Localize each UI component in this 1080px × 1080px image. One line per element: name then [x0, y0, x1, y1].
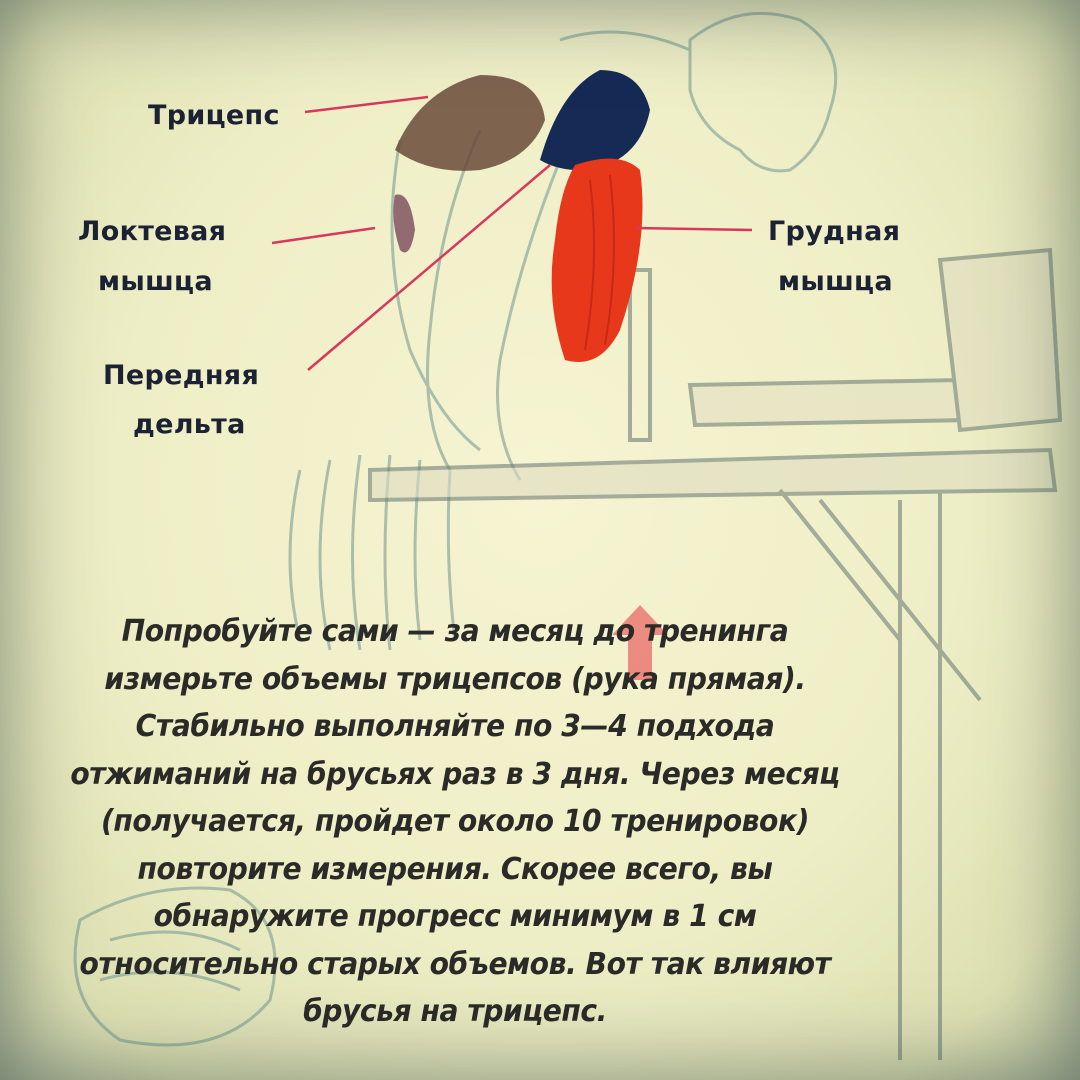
label-anconeus-line1: Локтевая	[78, 216, 227, 247]
label-triceps: Трицепс	[148, 100, 280, 131]
label-front-delt-line1: Передняя	[103, 360, 260, 391]
caption-text: Попробуйте сами — за месяц до тренинга и…	[70, 614, 840, 1029]
label-pectoral-line2: мышца	[778, 266, 893, 297]
label-anconeus-line2: мышца	[98, 266, 213, 297]
label-pectoral-line1: Грудная	[768, 216, 901, 247]
label-front-delt-line2: дельта	[133, 409, 246, 440]
